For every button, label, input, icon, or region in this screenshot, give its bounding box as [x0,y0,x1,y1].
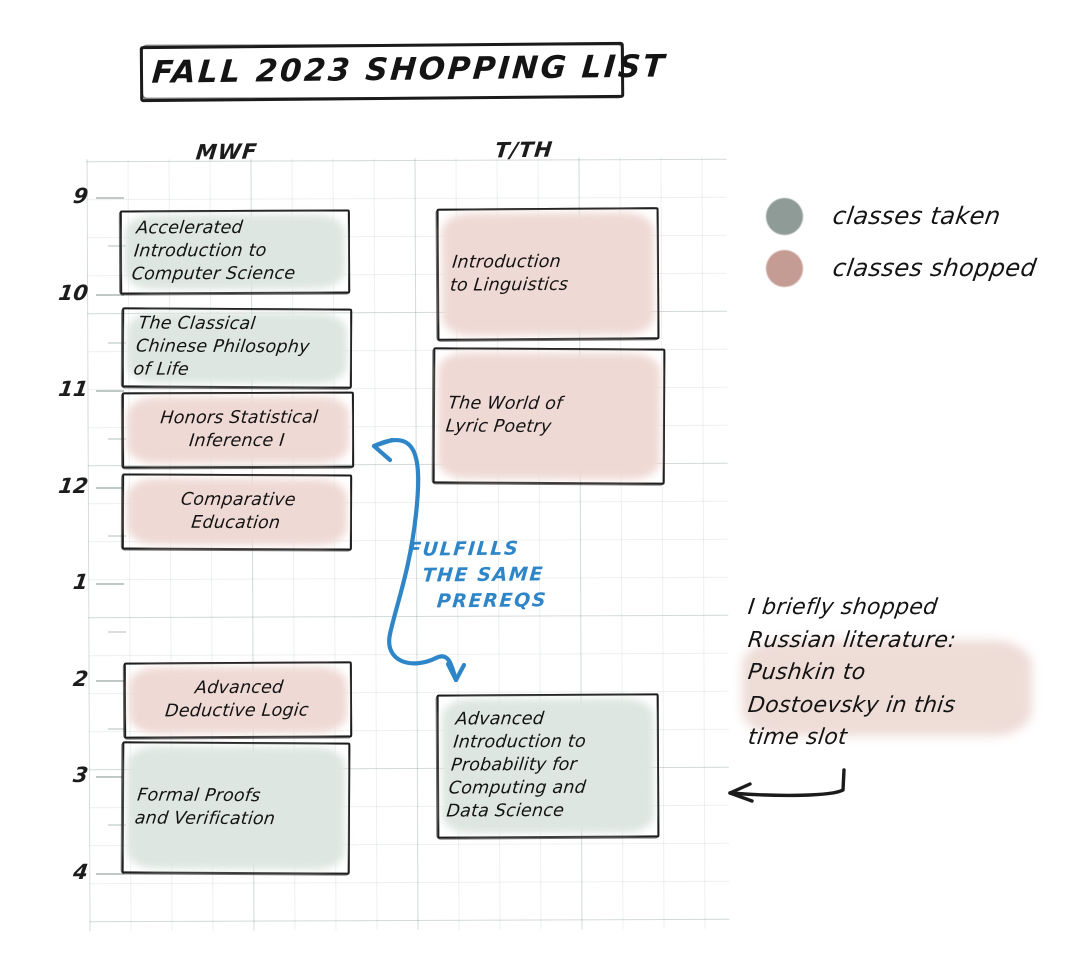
time-label: 9 [71,184,90,208]
time-label: 1 [71,570,90,594]
legend-item-taken: classes taken [766,190,1066,242]
time-tick [96,486,124,489]
column-header-mwf: MWF [194,139,259,165]
shopped-note-line: Russian literature: [746,627,958,653]
time-tick-half [108,534,126,537]
page-title: FALL 2023 SHOPPING LIST [150,48,668,91]
shopped-note-line: Pushkin to [746,660,868,686]
time-tick-half [108,438,126,441]
double-headed-curved-arrow-icon [371,437,467,683]
shopped-note-line: Dostoevsky in this [746,692,957,718]
shopped-note-line: time slot [746,725,849,751]
prereq-annotation: FULFILLS THE SAME PREREQS [403,537,548,614]
time-tick-half [108,631,126,634]
legend-label: classes shopped [831,254,1039,282]
time-tick [96,872,124,875]
time-tick [96,390,124,392]
shopped-note: I briefly shopped Russian literature: Pu… [742,592,1048,755]
legend: classes taken classes shopped [766,190,1066,294]
highlight-swatch [742,640,1032,736]
time-tick [96,583,124,585]
time-label: 4 [71,859,90,884]
time-tick-half [108,245,126,248]
time-tick [96,679,124,682]
column-header-tth: T/TH [493,137,555,163]
shopped-note-line: I briefly shopped [746,595,940,620]
time-tick [96,197,124,199]
time-tick-half [108,727,126,730]
time-label: 10 [57,280,90,305]
time-tick [96,293,124,296]
time-tick [96,776,124,778]
left-arrow-icon [728,768,846,803]
legend-item-shopped: classes shopped [766,242,1066,294]
filled-circle-icon [766,197,803,235]
filled-circle-icon [766,249,803,287]
time-label: 3 [71,763,90,787]
time-label: 12 [57,473,90,498]
legend-label: classes taken [831,202,1003,230]
time-tick-half [108,341,126,344]
time-tick-half [108,824,126,827]
time-label: 11 [57,377,90,401]
time-label: 2 [71,666,90,691]
